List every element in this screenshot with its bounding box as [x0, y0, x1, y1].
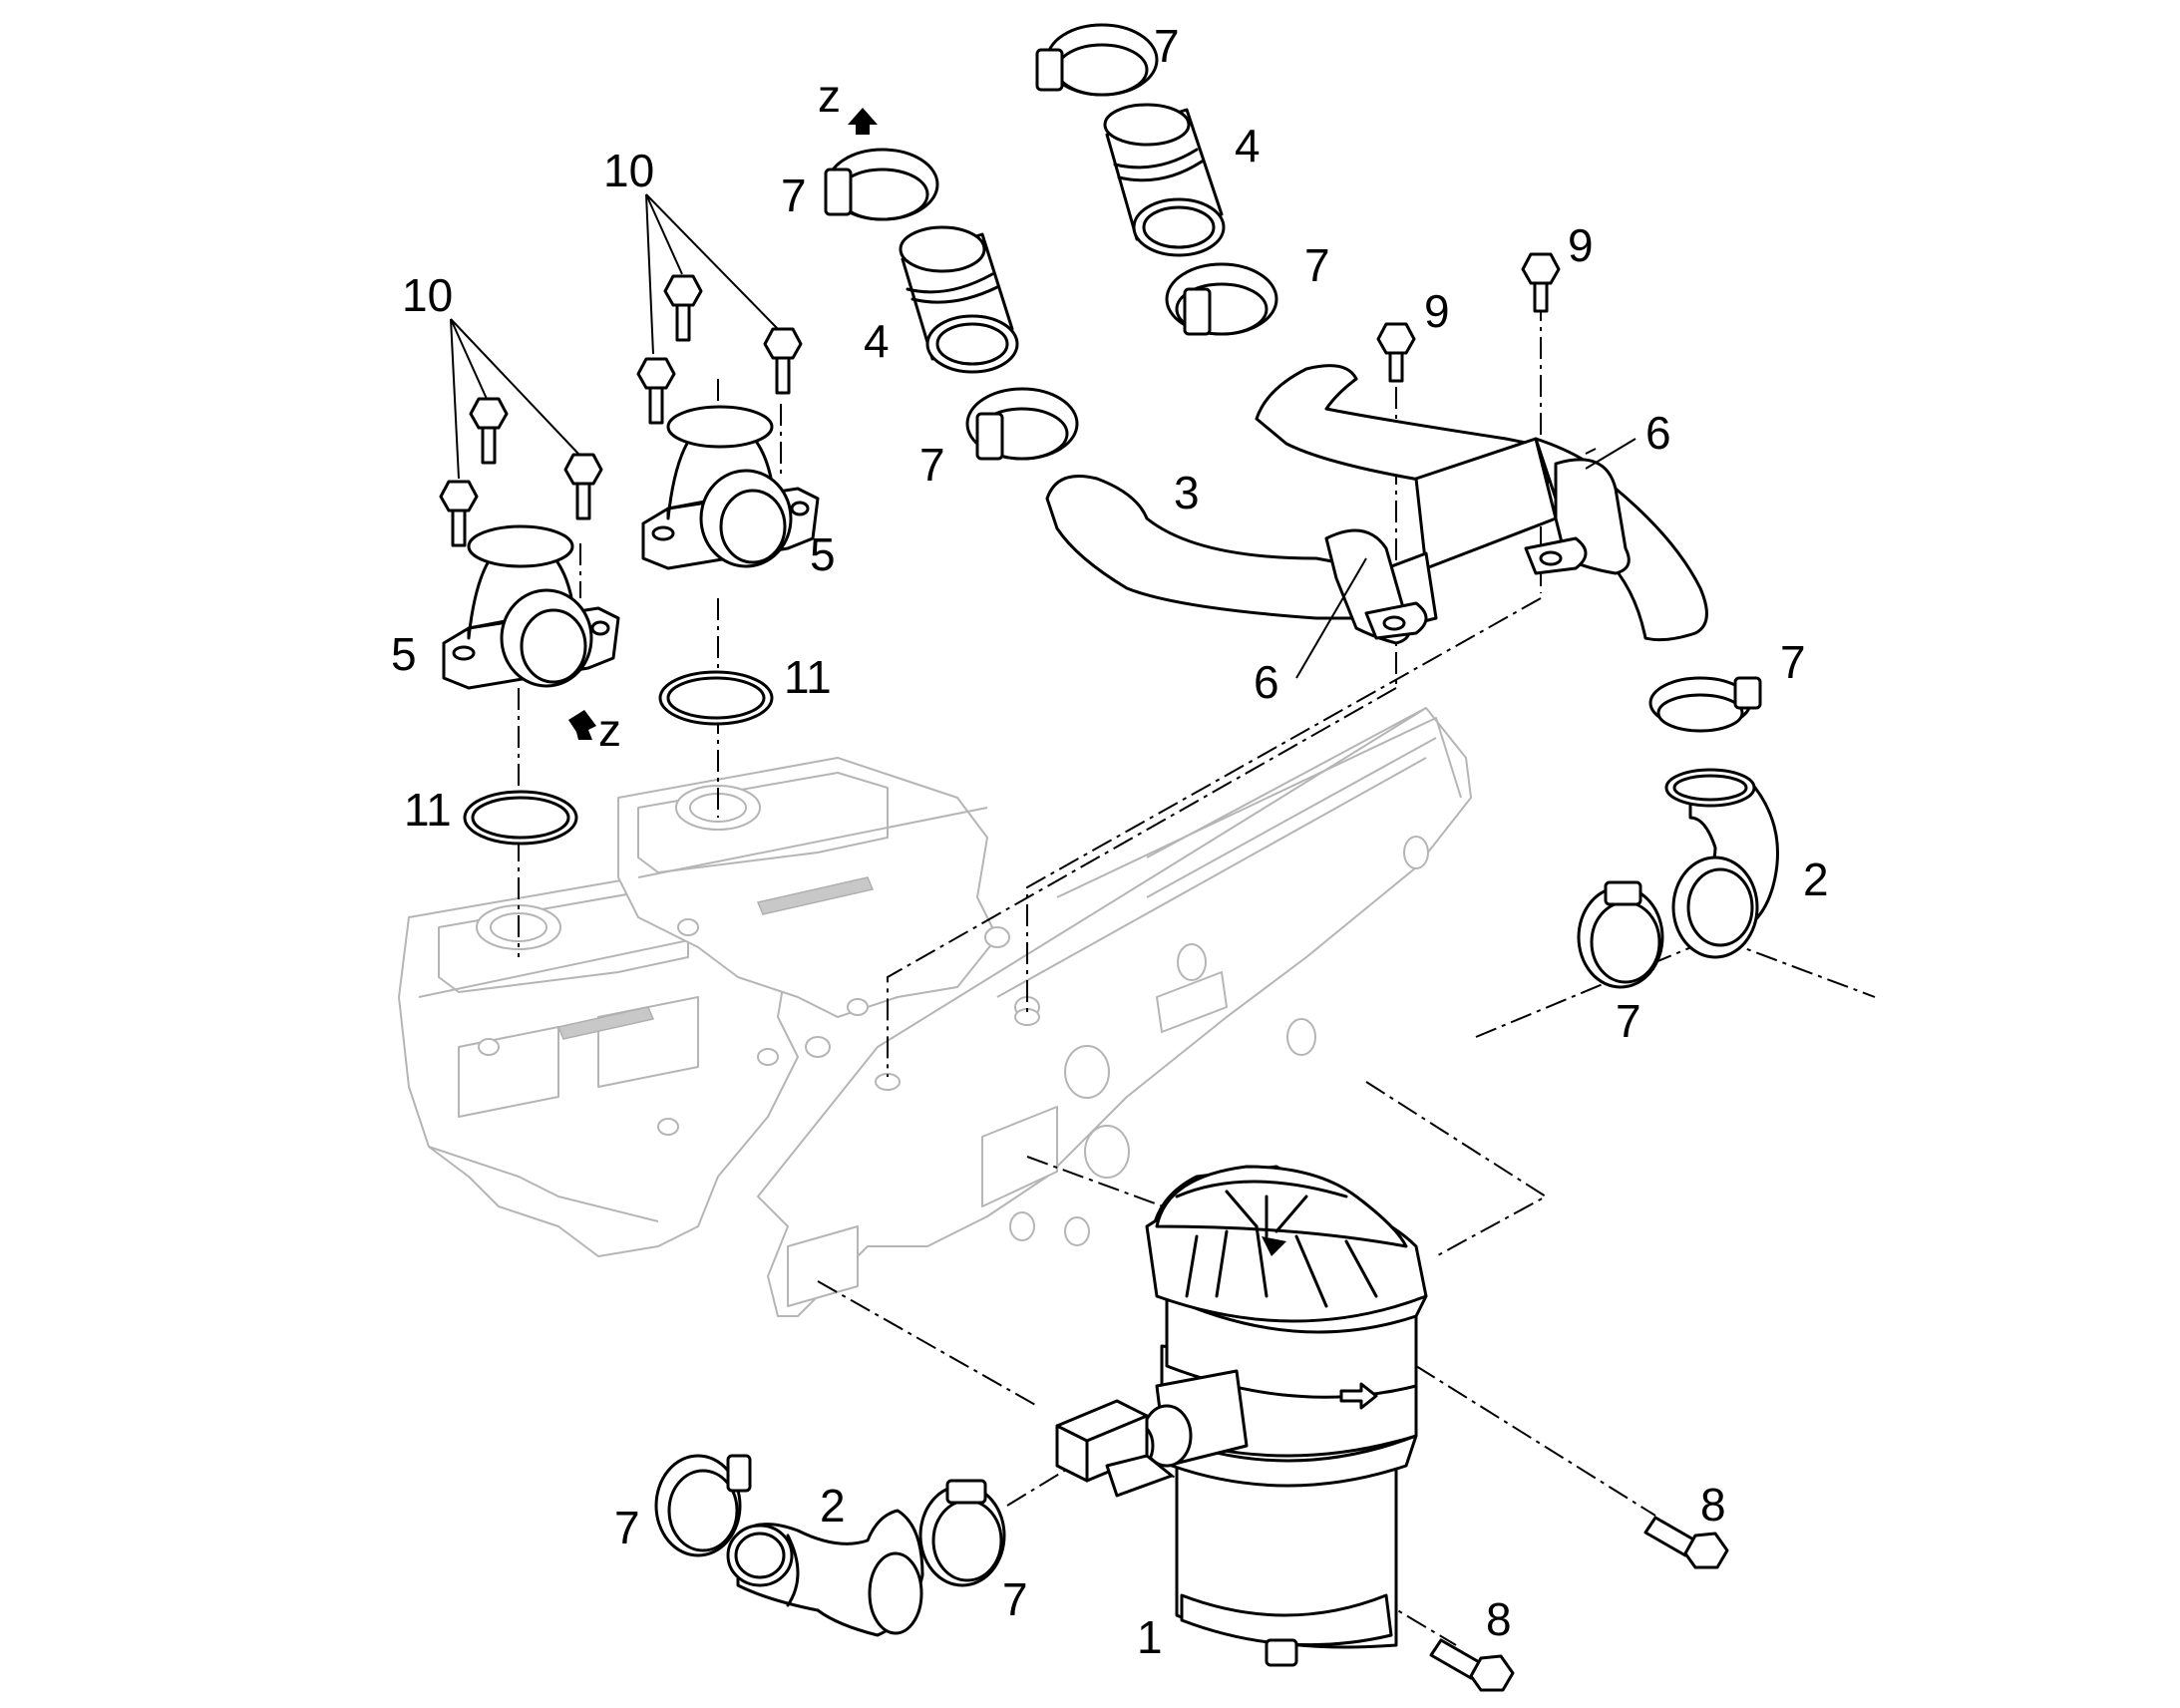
- hose-clamp-part-7-right-mid: [1165, 262, 1278, 336]
- coupling-sleeve-part-4-right: [1103, 103, 1226, 257]
- leader-lines: [450, 193, 1636, 679]
- bolt-part-10-rear-set: [636, 274, 803, 425]
- callout-1: 1: [1137, 1611, 1163, 1663]
- callout-11-rear: 11: [784, 651, 832, 703]
- o-ring-part-11-rear: [658, 670, 774, 726]
- bolt-part-10-front-set: [439, 397, 603, 547]
- callout-7-lower-left: 7: [614, 1502, 640, 1553]
- callout-10-rear: 10: [603, 145, 654, 196]
- hose-clamp-part-7-lower-right: [918, 1479, 1006, 1587]
- callout-9-right: 9: [1568, 219, 1594, 271]
- callout-5-rear: 5: [810, 528, 836, 580]
- breather-pipe-part-3: [1045, 364, 1708, 645]
- bolt-part-8-upper: [1643, 1516, 1729, 1569]
- bolt-part-9-right: [1521, 252, 1561, 313]
- callout-2-upper: 2: [1803, 854, 1829, 905]
- engine-cylinder-head-ghost: [398, 707, 1472, 1317]
- callout-labels: 1 2 2 3 4 4 5 5 6 6 7 7 7 7 7 7 7 7 8 8 …: [391, 20, 1829, 1663]
- callout-2-lower: 2: [820, 1480, 846, 1532]
- callout-7-second: 7: [781, 170, 807, 221]
- callout-z-top: z: [818, 70, 841, 122]
- bolt-part-9-left: [1376, 322, 1416, 383]
- elbow-hose-part-2-lower: [726, 1509, 924, 1637]
- hose-clamp-part-7-right-lower: [1577, 880, 1664, 989]
- o-ring-part-11-front: [463, 790, 578, 846]
- elbow-cover-part-5-rear: [641, 405, 820, 570]
- callout-4-right: 4: [1235, 120, 1261, 171]
- callout-11-front: 11: [404, 784, 452, 836]
- hose-clamp-part-7-right-upper: [1648, 676, 1762, 733]
- bolt-part-8-lower: [1429, 1638, 1515, 1692]
- hose-clamp-part-7-second: [824, 148, 939, 221]
- oil-separator-part-1: [1055, 1165, 1428, 1667]
- callout-6-right: 6: [1645, 407, 1671, 459]
- hose-clamp-part-7-lower-left: [654, 1454, 752, 1557]
- direction-arrow-z-top: [848, 108, 878, 135]
- callout-7-right-lower: 7: [1616, 995, 1641, 1047]
- callout-7-top: 7: [1154, 20, 1180, 72]
- callout-10-front: 10: [402, 269, 453, 321]
- callout-8-lower: 8: [1486, 1593, 1512, 1645]
- callout-5-front: 5: [391, 628, 417, 680]
- hose-clamp-part-7-top: [1035, 23, 1159, 97]
- coupling-sleeve-part-4-left: [899, 225, 1019, 374]
- callout-7-right-upper: 7: [1780, 636, 1806, 688]
- callout-8-upper: 8: [1700, 1479, 1726, 1531]
- elbow-hose-part-2-upper: [1664, 768, 1779, 959]
- callout-7-right-mid: 7: [1304, 239, 1330, 291]
- callout-7-left-mid: 7: [919, 439, 945, 491]
- callout-4-left: 4: [864, 315, 890, 367]
- hose-clamp-part-7-left-mid: [965, 387, 1079, 461]
- callout-7-lower-right: 7: [1002, 1573, 1028, 1625]
- direction-arrow-z-mid: [568, 710, 596, 740]
- callout-9-left: 9: [1424, 285, 1450, 337]
- callout-6-left: 6: [1254, 656, 1279, 708]
- callout-z-mid: z: [598, 704, 621, 756]
- callout-3: 3: [1174, 467, 1200, 518]
- elbow-cover-part-5-front: [442, 524, 620, 690]
